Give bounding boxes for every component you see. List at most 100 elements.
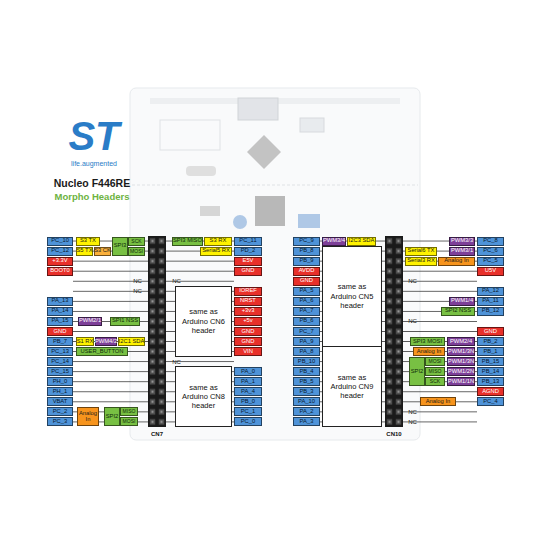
pin-header [148,236,166,427]
pin-name: PC_2 [47,407,73,416]
usb-connector [238,98,278,120]
mcu-chip [255,196,285,226]
pin-name: PC_11 [234,237,262,246]
pin-name: PA_9 [293,337,320,346]
pin-name: PA_2 [293,407,320,416]
power-pin: AVDD [293,267,320,276]
crystal [186,166,216,176]
power-pin: +5v [234,317,262,326]
pin-name: PB_6 [293,317,320,326]
uart-signal: Serial3 RX [405,257,437,266]
pin-name: PC_15 [47,367,73,376]
pwm-signal: PWM3/3 [449,237,475,246]
leader-lines [166,236,234,427]
pin-name: PA_0 [234,367,262,376]
spi-signal: SPI3 MOSI [410,337,445,346]
pin-header [385,236,403,427]
pin-name: PB_15 [477,357,504,366]
power-pin: IOREF [234,287,262,296]
pwm-signal: PWM3/4 [322,237,346,246]
spi-signal: SPI2 NSS [441,307,475,316]
analog-input: Analog In [420,397,456,406]
power-pin: GND [234,337,262,346]
header-note-box: same as Arduino CN6 header [175,286,232,357]
pin-name: PA_11 [477,297,504,306]
pin-name: PA_3 [293,417,320,426]
spi-signal: SPI2 [104,407,120,426]
pin-name: PC_7 [293,327,320,336]
no-connect: NC [170,277,183,286]
board-outline [130,88,420,440]
pin-name: PC_1 [234,407,262,416]
pin-name: PB_7 [47,337,73,346]
pin-name: PA_10 [293,397,320,406]
pin-name: PC_3 [47,417,73,426]
power-pin: GND [293,277,320,286]
uart-signal: S3 TX [76,237,100,246]
pin-name: PH_1 [47,387,73,396]
pin-name: PB_5 [293,377,320,386]
led [300,118,324,132]
pin-name: PC_5 [477,257,504,266]
no-connect: NC [131,277,144,286]
uart-signal: Serial5 RX [200,247,232,256]
uart-signal: I2C1 SDA [118,337,145,346]
pin-name: PB_14 [477,367,504,376]
pin-name: PB_13 [477,377,504,386]
box-note: same as Arduino CN9 header [326,373,378,401]
pin-name: PB_9 [293,257,320,266]
power-pin: GND [47,327,73,336]
reset-button [298,214,320,228]
pin-name: PC_0 [234,417,262,426]
power-pin: +3v3 [234,307,262,316]
pwm-signal: PWM3/1 [449,247,475,256]
connector-name: CN10 [379,430,409,438]
pwm-signal: PWM2/1 [78,317,102,326]
uart-signal: S1 RX [76,337,94,346]
pcb [130,88,420,440]
pin-name: PD_2 [234,247,262,256]
pin-name: PA_15 [47,317,73,326]
spi-signal: MOSI [128,247,145,256]
power-pin: GND [477,327,504,336]
pin-name: PC_12 [47,247,73,256]
no-connect: NC [131,287,144,296]
header-note-box: same as Arduino CN9 header [322,346,382,427]
power-pin: +3.3V [47,257,73,266]
power-pin: NRST [234,297,262,306]
pin-name: PB_10 [293,357,320,366]
box-note: same as Arduino CN8 header [179,383,228,411]
spi-signal: MISO [120,407,138,416]
pin-name: PC_6 [477,247,504,256]
user-button [233,215,247,229]
leader-lines [73,236,148,427]
spi-signal: SPI3 MISO [172,237,203,246]
pin-name: PA_8 [293,347,320,356]
pin-name: PA_1 [234,377,262,386]
pin-name: PC_13 [47,347,73,356]
uart-signal: S3 RX [204,237,232,246]
power-pin: U5V [477,267,504,276]
pin-name: PC_10 [47,237,73,246]
pin-name: PA_13 [47,297,73,306]
box-note: same as Arduino CN6 header [179,307,228,335]
pin-name: PB_8 [293,247,320,256]
no-connect: NC [406,417,419,426]
no-connect: NC [170,357,183,366]
pwm-signal: PWM4/2 [95,337,117,346]
pin-name: PC_9 [293,237,320,246]
st-link-chip [247,135,281,169]
spi-signal: SPI2 [409,357,425,386]
spi-signal: USER_BUTTON [76,347,128,356]
analog-input: Analog In [413,347,445,356]
diagram-title: Nucleo F446RE [30,177,154,190]
pwm-signal: PWM2/4 [447,337,475,346]
power-pin: GND [234,267,262,276]
spi-signal: MOSI [120,417,138,426]
pin-name: PB_4 [293,367,320,376]
pin-name: PB_3 [293,387,320,396]
pin-name: PC_14 [47,357,73,366]
no-connect: NC [406,317,419,326]
pin-name: PB_12 [477,307,504,316]
